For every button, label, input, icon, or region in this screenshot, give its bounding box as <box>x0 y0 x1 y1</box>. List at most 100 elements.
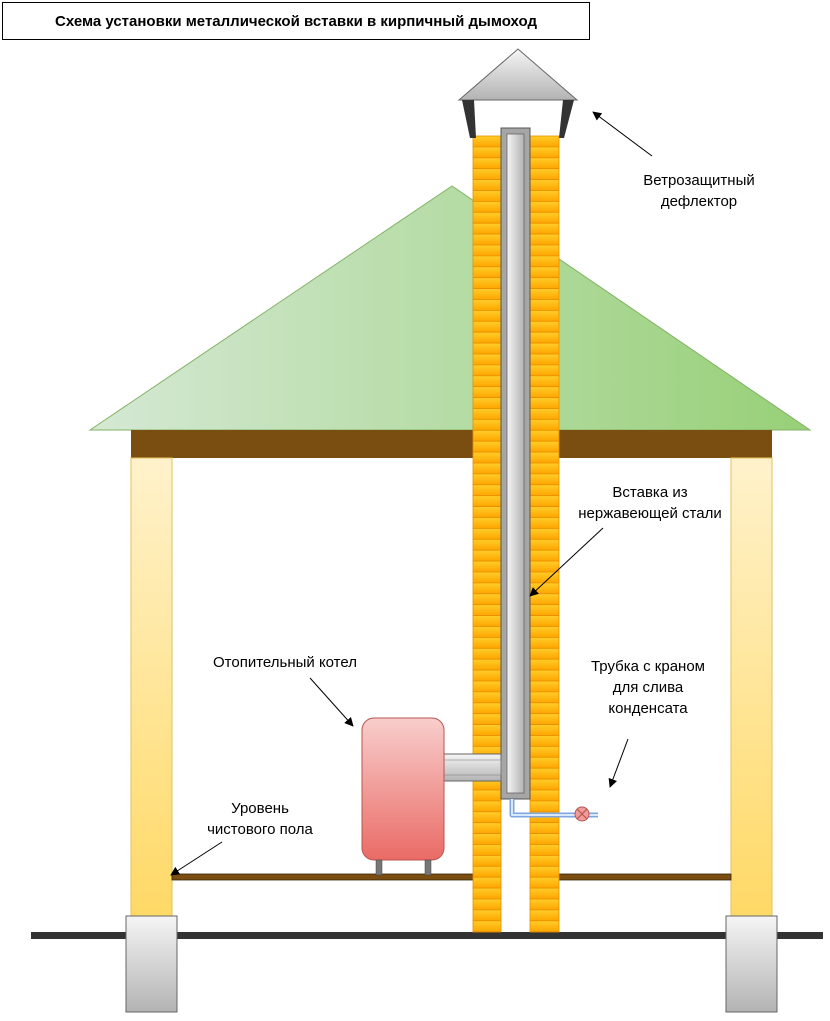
brick <box>472 440 502 453</box>
brick <box>529 255 560 268</box>
brick <box>472 865 502 878</box>
brick <box>472 146 502 159</box>
brick <box>529 756 560 769</box>
brick <box>529 495 560 508</box>
brick <box>529 211 560 224</box>
brick <box>472 517 502 529</box>
brick <box>529 244 560 257</box>
brick <box>472 604 502 617</box>
brick <box>472 800 502 813</box>
heating-boiler <box>361 717 445 861</box>
brick <box>472 397 502 409</box>
boiler-leg-left <box>375 859 383 876</box>
brick <box>529 146 560 159</box>
brick <box>472 473 502 486</box>
brick <box>472 680 502 693</box>
brick <box>472 538 502 551</box>
brick <box>472 691 502 704</box>
brick <box>472 484 502 497</box>
brick <box>529 876 560 889</box>
brick <box>529 157 560 170</box>
brick <box>529 855 560 867</box>
brick <box>472 735 502 747</box>
brick <box>472 211 502 224</box>
brick <box>529 386 560 399</box>
brick <box>472 920 502 933</box>
brick <box>472 582 502 595</box>
brick <box>472 320 502 333</box>
brick <box>529 844 560 856</box>
brick <box>529 233 560 246</box>
brick <box>472 168 502 180</box>
brick <box>472 179 502 191</box>
brick <box>472 593 502 606</box>
brick <box>472 713 502 726</box>
brick <box>529 397 560 409</box>
brick <box>529 484 560 497</box>
label-boiler: Отопительный котел <box>213 654 357 671</box>
brick <box>529 833 560 845</box>
brick <box>472 375 502 388</box>
brick <box>529 691 560 704</box>
boiler-arrow <box>309 677 354 727</box>
brick <box>529 538 560 551</box>
right-foundation <box>725 915 778 1013</box>
floor-arrow <box>170 841 223 876</box>
brick <box>472 222 502 235</box>
brick <box>472 855 502 867</box>
brick <box>529 506 560 518</box>
brick <box>472 898 502 911</box>
brick <box>472 135 502 148</box>
brick <box>472 451 502 464</box>
brick <box>472 200 502 213</box>
brick <box>472 506 502 518</box>
brick <box>472 909 502 922</box>
brick <box>529 429 560 442</box>
brick <box>529 658 560 671</box>
title-box: Схема установки металлической вставки в … <box>2 2 590 40</box>
brick <box>472 418 502 431</box>
brick <box>529 800 560 813</box>
brick <box>529 299 560 311</box>
condensate-arrow <box>608 738 629 788</box>
brick <box>529 702 560 715</box>
brick <box>529 778 560 791</box>
brick <box>529 200 560 213</box>
brick <box>529 680 560 693</box>
boiler-leg-right <box>424 859 432 876</box>
brick <box>529 168 560 180</box>
left-foundation <box>125 915 178 1013</box>
brick <box>529 549 560 562</box>
brick <box>472 658 502 671</box>
brick <box>529 190 560 202</box>
label-floor: Уровень чистового пола <box>207 800 313 838</box>
ground-line <box>31 932 823 939</box>
brick <box>472 571 502 584</box>
brick <box>472 887 502 900</box>
brick <box>472 560 502 573</box>
brick <box>529 277 560 290</box>
brick <box>472 615 502 627</box>
brick <box>529 451 560 464</box>
ceiling-beam <box>131 430 772 458</box>
brick <box>529 615 560 627</box>
brick <box>529 473 560 486</box>
brick <box>472 789 502 802</box>
brick <box>529 604 560 617</box>
brick <box>529 222 560 235</box>
brick <box>472 157 502 170</box>
brick <box>472 822 502 835</box>
left-wall-post <box>130 457 173 918</box>
brick <box>472 255 502 268</box>
insert-arrow <box>529 527 604 597</box>
brick <box>529 898 560 911</box>
brick <box>472 331 502 344</box>
brick <box>472 647 502 660</box>
brick <box>529 418 560 431</box>
brick <box>529 669 560 682</box>
right-wall-post <box>730 457 773 918</box>
brick <box>529 637 560 649</box>
brick <box>529 713 560 726</box>
brick <box>472 266 502 279</box>
